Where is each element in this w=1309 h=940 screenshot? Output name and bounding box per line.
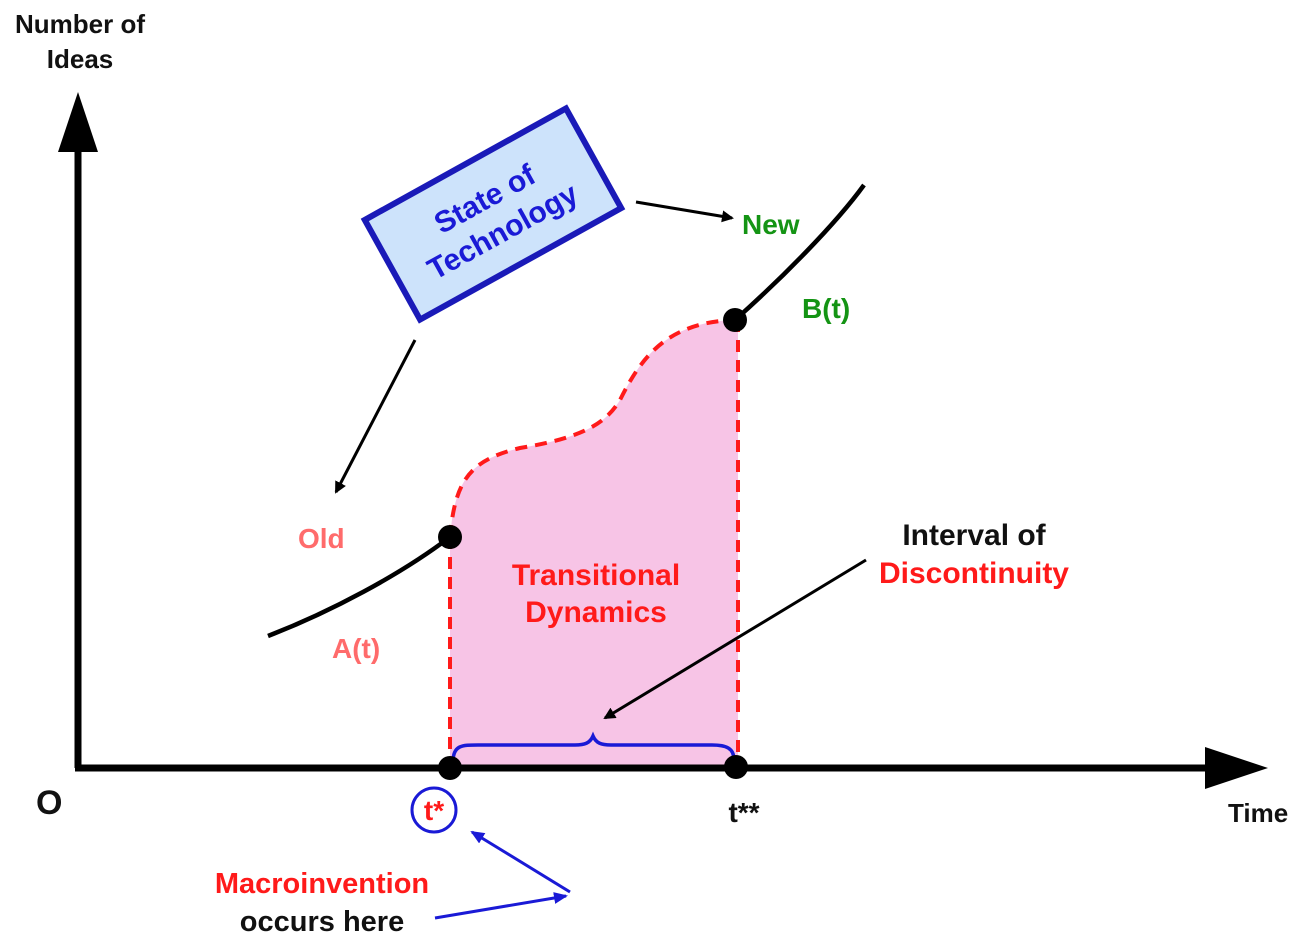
- b-t-label: B(t): [802, 293, 850, 324]
- macroinvention-label-line2: occurs here: [240, 906, 404, 938]
- a-t-label: A(t): [332, 633, 380, 664]
- tstar-label: t*: [424, 795, 444, 826]
- new-curve-startpoint: [723, 308, 747, 332]
- x-axis-label: Time: [1228, 798, 1288, 828]
- x-axis-arrow-icon: [1205, 747, 1268, 789]
- tstar-axis-point: [438, 756, 462, 780]
- arrow-to-old: [334, 339, 417, 494]
- arrow-macroinvention: [434, 892, 568, 920]
- interval-brace: [451, 731, 736, 763]
- y-axis-label-line2: Ideas: [47, 44, 114, 74]
- arrow-to-tstar: [470, 830, 571, 894]
- tstar-highlight-circle: [410, 786, 458, 834]
- interval-label-line2: Discontinuity: [879, 557, 1069, 590]
- transition-shaded-region: [450, 320, 738, 768]
- tstarstar-label: t**: [728, 797, 759, 828]
- macroinvention-label-line1: Macroinvention: [215, 868, 429, 900]
- arrow-to-interval: [603, 558, 867, 720]
- tstarstar-axis-point: [724, 755, 748, 779]
- y-axis-arrow-icon: [58, 92, 98, 152]
- transition-dashed-curve: [448, 318, 736, 538]
- state-of-technology-box: State of Technology: [360, 104, 626, 324]
- old-label: Old: [298, 523, 345, 554]
- new-technology-curve: [733, 183, 866, 322]
- y-axis-label-line1: Number of: [15, 9, 145, 39]
- transitional-label-line1: Transitional: [512, 559, 680, 592]
- old-curve-endpoint: [438, 525, 462, 549]
- origin-label: O: [36, 784, 62, 822]
- transitional-label-line2: Dynamics: [525, 596, 667, 629]
- interval-label-line1: Interval of: [902, 519, 1046, 552]
- arrow-to-new: [635, 200, 734, 223]
- new-label: New: [742, 209, 800, 240]
- old-technology-curve: [267, 535, 452, 639]
